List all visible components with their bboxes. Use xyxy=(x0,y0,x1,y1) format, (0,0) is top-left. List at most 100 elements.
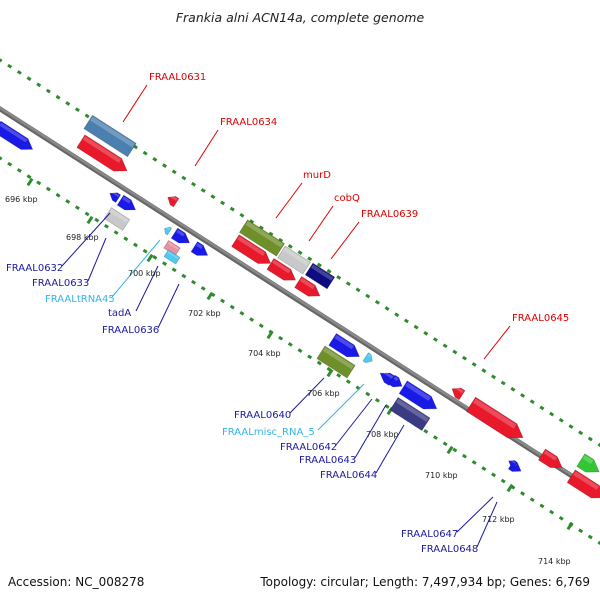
label-fraal0636-leader xyxy=(157,283,180,329)
label-murd-leader xyxy=(275,182,303,219)
feature-right-red-b-highlight xyxy=(573,471,599,490)
label-leader-lines xyxy=(61,84,511,548)
label-fraal0644-leader xyxy=(375,424,405,474)
feature-fraal0637 xyxy=(231,234,272,264)
lower-tick-track xyxy=(432,435,438,440)
upper-tick-track xyxy=(452,349,458,355)
label-fraal0644: FRAAL0644 xyxy=(320,470,377,481)
feature-fraal0645-small-shape xyxy=(451,387,466,401)
lower-tick-track xyxy=(132,242,138,248)
feature-fraal0640-highlight xyxy=(322,347,354,370)
feature-right-red-a-shape xyxy=(537,448,563,468)
lower-tick-track xyxy=(539,503,545,509)
feature-fraal0639-shape xyxy=(294,276,321,297)
feature-tada-cyan-shape xyxy=(163,249,181,265)
upper-tick-track xyxy=(0,58,3,63)
lower-tick-track xyxy=(491,472,497,478)
label-fraal0634: FRAAL0634 xyxy=(220,117,277,128)
label-fraaltrna45: FRAALtRNA45 xyxy=(45,294,115,305)
feature-fraal0643-shape xyxy=(388,374,403,388)
lower-tick-track xyxy=(578,528,584,534)
upper-tick-track xyxy=(278,237,284,243)
upper-tick-track xyxy=(16,70,22,75)
feature-fraal0639-highlight xyxy=(299,277,315,290)
feature-small-red xyxy=(167,194,180,208)
lower-tick-track xyxy=(65,199,71,204)
feature-fraal0645-small xyxy=(451,385,466,401)
major-tick xyxy=(26,177,34,187)
feature-fraal0645-highlight xyxy=(473,398,517,429)
kbp-label: 714 kbp xyxy=(538,557,571,566)
lower-tick-track xyxy=(0,156,3,161)
feature-right-green xyxy=(576,453,600,473)
upper-tick-track xyxy=(345,281,351,287)
upper-tick-track xyxy=(510,386,516,392)
feature-right-red-a xyxy=(537,448,563,468)
upper-tick-track xyxy=(578,430,584,436)
kbp-label: 706 kbp xyxy=(307,389,340,398)
upper-tick-track xyxy=(442,343,448,349)
feature-fraal0640-upper-highlight xyxy=(334,334,354,350)
upper-tick-track xyxy=(55,94,61,100)
label-murd: murD xyxy=(303,170,331,181)
lower-tick-track xyxy=(7,161,13,167)
feature-left-blue-highlight xyxy=(0,122,28,143)
feature-fraal0633-highlight xyxy=(109,208,129,223)
feature-tada-cyan xyxy=(163,249,181,265)
lower-tick-track xyxy=(278,335,284,341)
upper-tick-track xyxy=(374,299,380,305)
lower-tick-track xyxy=(365,391,371,397)
lower-tick-track xyxy=(423,429,429,434)
label-fraal0645-leader xyxy=(483,325,511,360)
feature-fraal0648 xyxy=(508,459,518,469)
upper-tick-track xyxy=(7,63,13,69)
upper-tick-track xyxy=(587,436,593,442)
lower-tick-track xyxy=(181,273,187,279)
upper-tick-track xyxy=(365,293,371,299)
lower-tick-track xyxy=(152,255,158,260)
feature-labels: FRAAL0631FRAAL0634murDcobQFRAAL0639FRAAL… xyxy=(6,72,569,555)
lower-tick-track xyxy=(26,174,32,179)
feature-fraal0631-steel-highlight xyxy=(90,116,135,148)
feature-murd-highlight xyxy=(245,221,284,248)
upper-tick-track xyxy=(65,101,71,106)
lower-tick-track xyxy=(307,354,313,360)
upper-tick-track xyxy=(181,175,187,181)
label-fraal0632: FRAAL0632 xyxy=(6,263,63,274)
feature-fraal0648-shape xyxy=(508,460,518,469)
feature-cobq xyxy=(277,245,311,275)
upper-tick-track xyxy=(220,200,226,206)
feature-misc-rna-5-highlight xyxy=(367,354,371,358)
feature-tada-cyan-highlight xyxy=(167,251,179,260)
lower-tick-track xyxy=(549,509,555,515)
upper-tick-track xyxy=(520,393,526,398)
feature-fraal0631-steel xyxy=(83,114,137,158)
feature-fraal0636-a-highlight xyxy=(176,229,185,237)
feature-fraal0648-highlight xyxy=(510,459,516,464)
label-fraal0642: FRAAL0642 xyxy=(280,442,337,453)
upper-tick-track xyxy=(384,306,390,311)
feature-fraal0642-highlight xyxy=(381,369,394,379)
map-title: Frankia alni ACN14a, complete genome xyxy=(175,10,425,25)
lower-tick-track xyxy=(529,497,535,503)
kbp-label: 700 kbp xyxy=(128,269,161,278)
feature-fraal0640-upper xyxy=(328,333,360,358)
feature-fraal0640 xyxy=(316,345,356,379)
upper-tick-track xyxy=(26,76,32,81)
feature-fraal0644-shape xyxy=(389,397,431,431)
lower-tick-track xyxy=(442,441,448,447)
feature-fraal0636-a-shape xyxy=(170,227,191,244)
lower-tick-track xyxy=(374,397,380,403)
upper-tick-track xyxy=(413,324,419,330)
feature-tada-pink-highlight xyxy=(167,241,179,251)
feature-misc-rna-5-shape xyxy=(362,352,373,364)
major-tick xyxy=(146,253,154,263)
accession-text: Accession: NC_008278 xyxy=(8,575,145,589)
lower-tick-track xyxy=(336,373,342,378)
major-tick xyxy=(266,330,274,340)
gene-features xyxy=(0,114,600,499)
upper-tick-track xyxy=(200,188,206,193)
feature-left-blue-shape xyxy=(0,120,34,150)
lower-tick-track xyxy=(171,267,177,273)
